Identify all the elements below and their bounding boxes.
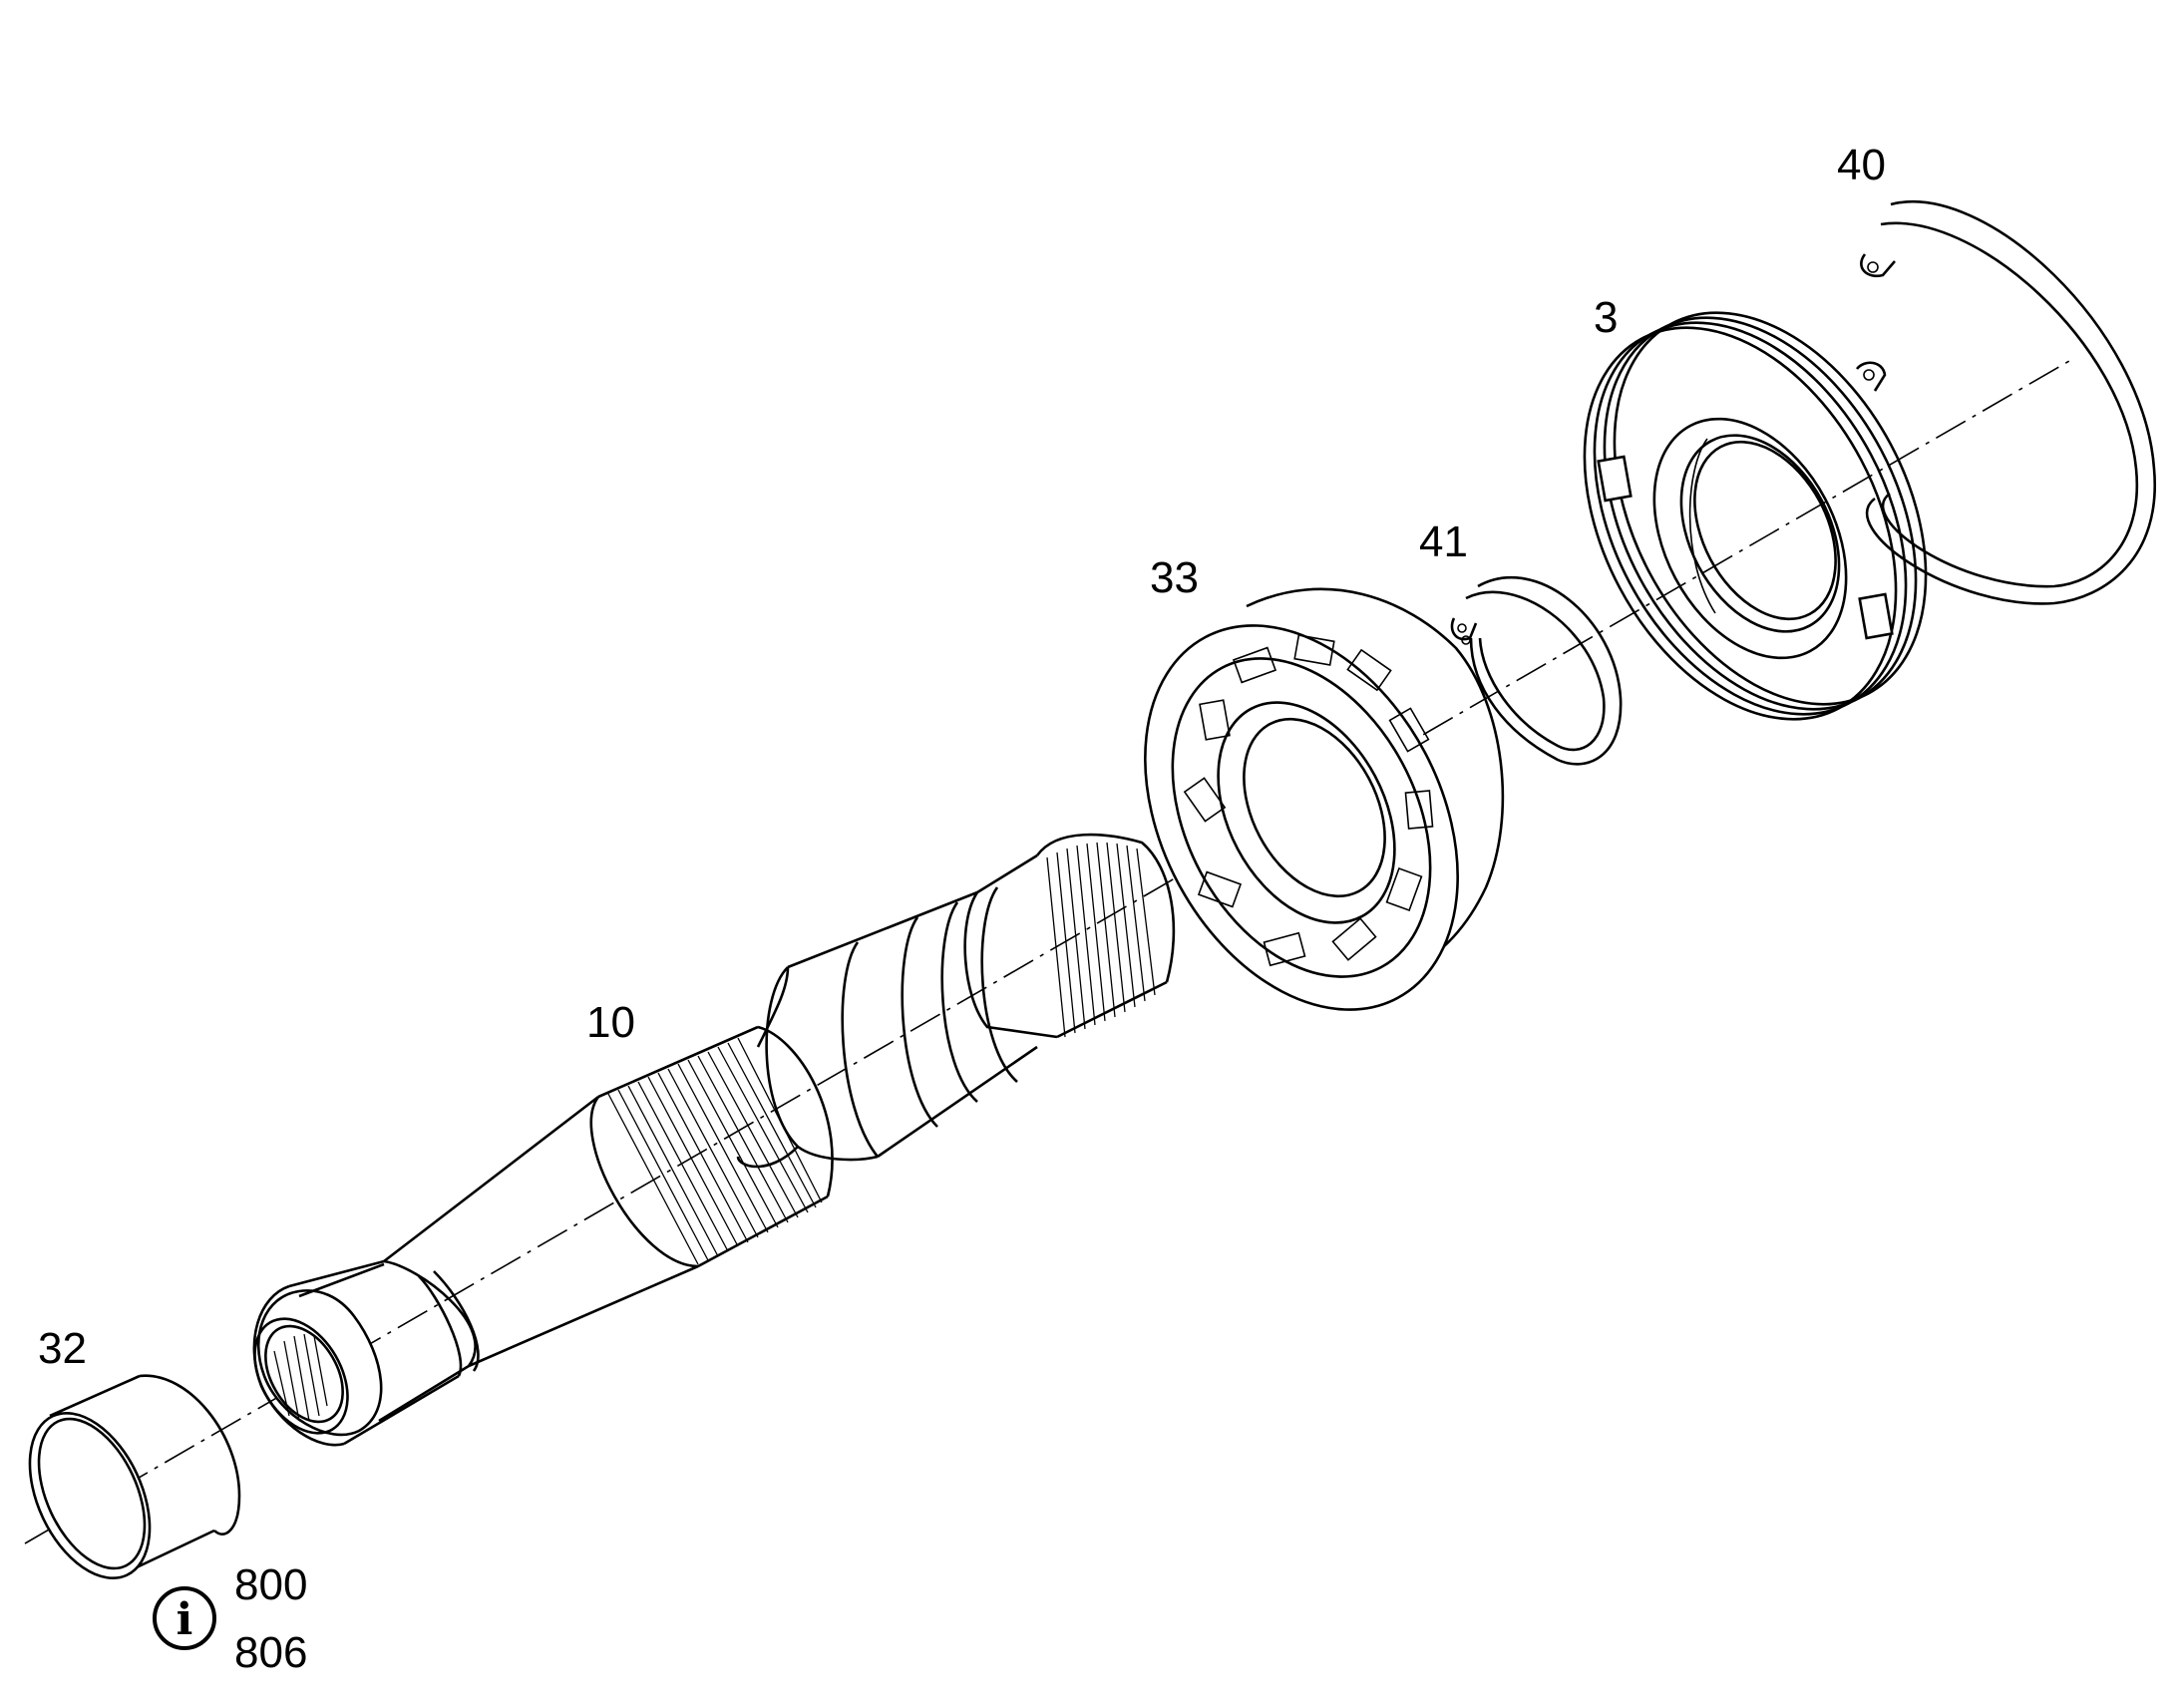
- info-glyph: i: [177, 1594, 193, 1645]
- info-reference: i 800 806: [153, 1560, 307, 1677]
- part-label-40: 40: [1837, 141, 1886, 189]
- info-ref-806: 806: [234, 1628, 307, 1677]
- part-label-41: 41: [1419, 517, 1468, 566]
- circlip-41: [1450, 575, 1623, 766]
- part-label-10: 10: [586, 998, 635, 1047]
- part-label-33: 33: [1150, 553, 1199, 602]
- part-label-32: 32: [38, 1324, 87, 1373]
- info-ref-800: 800: [234, 1560, 307, 1609]
- splined-shaft-10: [252, 833, 1176, 1447]
- part-label-3: 3: [1594, 293, 1618, 342]
- roller-bearing-33: [1144, 587, 1505, 1011]
- cover-3: [1583, 311, 1928, 721]
- bushing-32: [28, 1374, 241, 1580]
- info-icon: [153, 1586, 216, 1650]
